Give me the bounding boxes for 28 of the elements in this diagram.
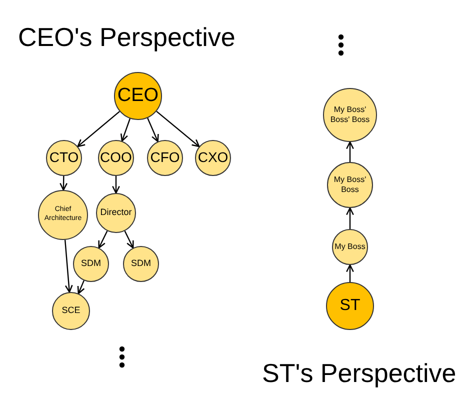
node-label: Director [99, 207, 133, 219]
node-label: SDM [80, 258, 102, 270]
arrow [98, 230, 108, 248]
arrow [120, 118, 131, 142]
arrow [77, 280, 85, 294]
arrow [124, 230, 134, 248]
node-label: My Boss [334, 242, 366, 252]
title-text: ST's Perspective [262, 357, 456, 390]
arrow [346, 141, 354, 162]
arrow [346, 207, 354, 229]
node-label: COO [99, 149, 133, 167]
node-label: CTO [48, 149, 80, 167]
arrow [77, 110, 120, 148]
node-label: CXO [196, 149, 230, 167]
arrow [112, 176, 120, 194]
title-text: CEO's Perspective [18, 21, 236, 54]
node-label: CFO [149, 149, 181, 167]
arrow [60, 176, 68, 191]
node-label: CEO [116, 84, 160, 108]
arrow [147, 118, 159, 142]
node-label: ST [338, 296, 362, 316]
node-label: SCE [60, 305, 82, 317]
arrow [64, 240, 73, 293]
arrow [346, 264, 354, 282]
node-label: My Boss' Boss [332, 175, 368, 195]
node-label: SDM [130, 258, 152, 270]
node-label: My Boss' Boss' Boss [329, 105, 371, 125]
arrow [156, 110, 200, 148]
